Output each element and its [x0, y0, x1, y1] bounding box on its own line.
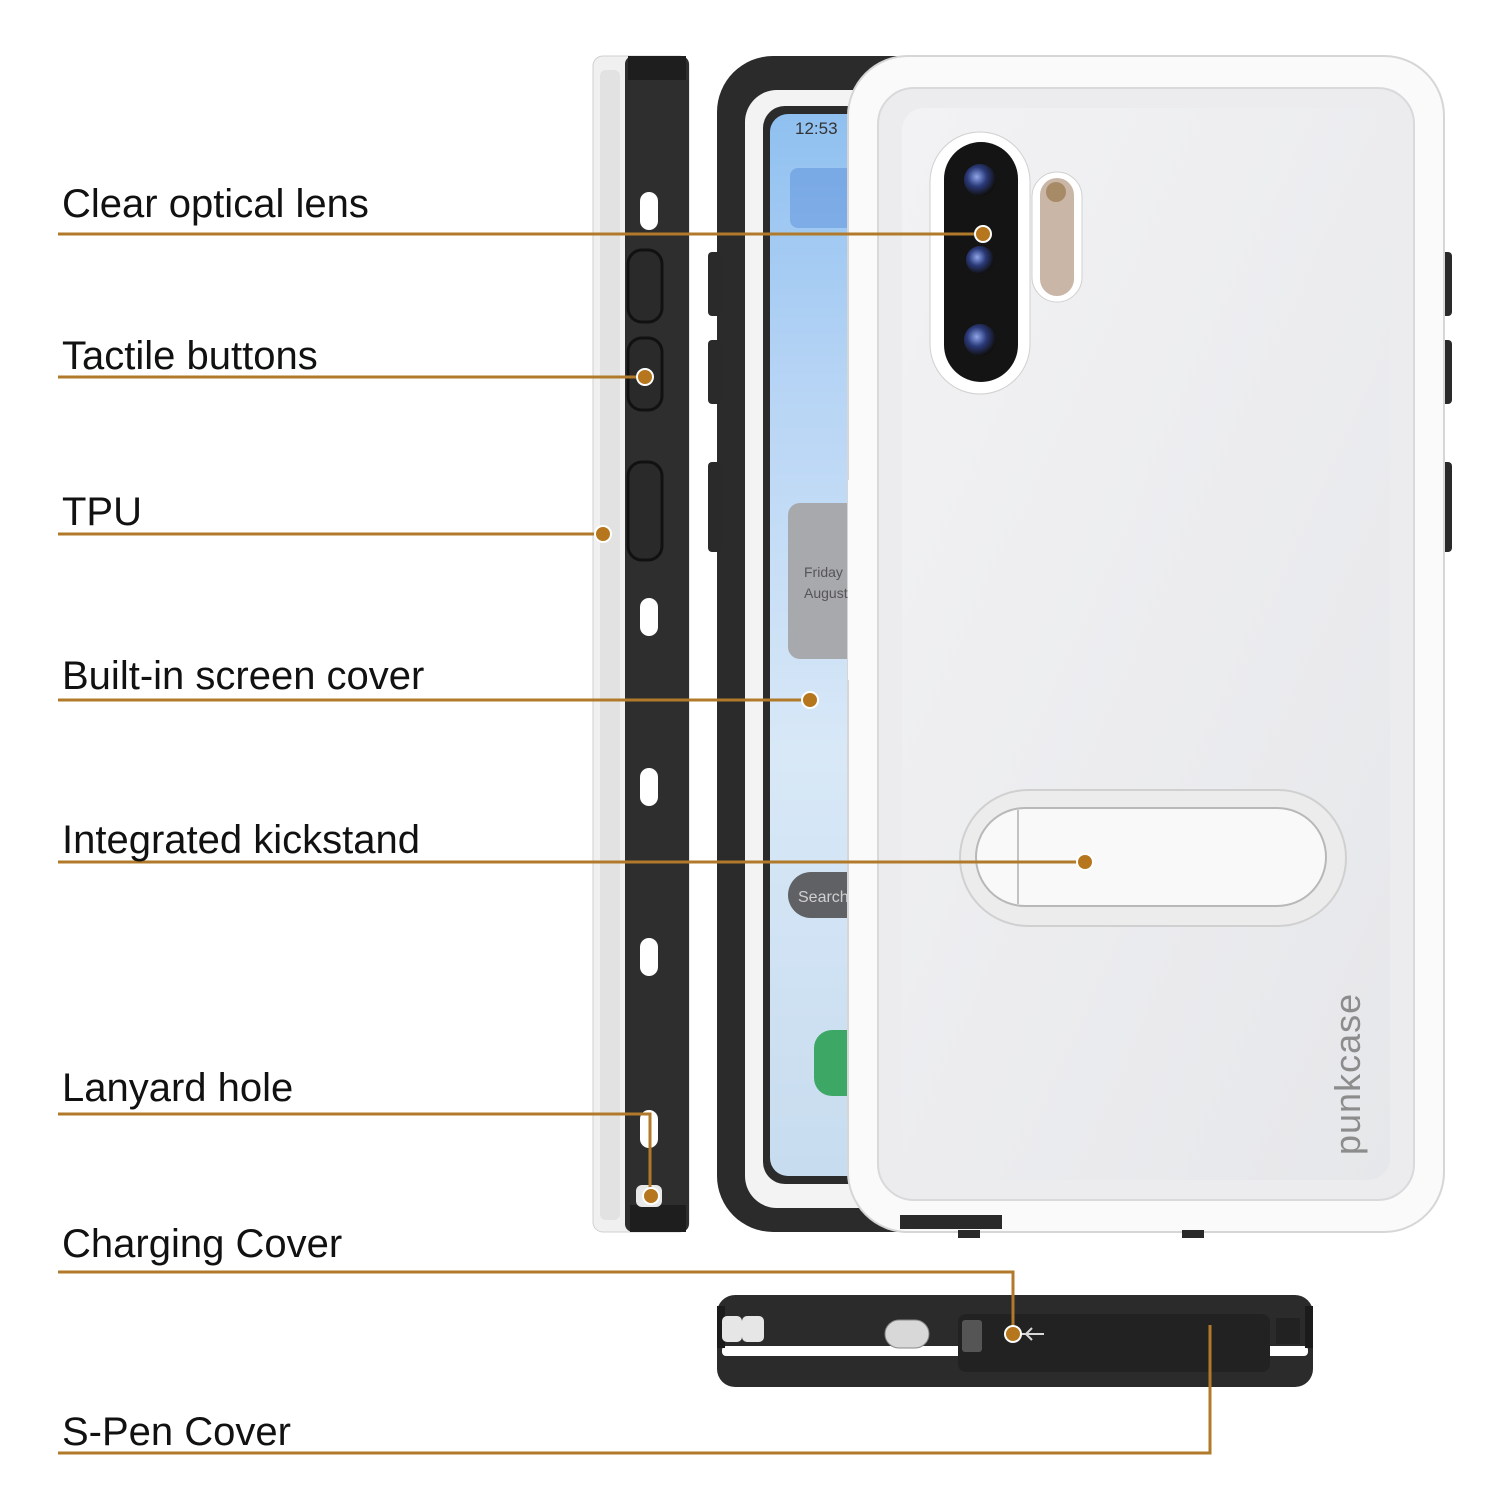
callout-lines — [58, 232, 1212, 1455]
lens-icon — [964, 324, 996, 356]
camera-module — [929, 131, 1083, 395]
search-placeholder: Search — [798, 889, 849, 906]
lens-icon — [966, 246, 994, 274]
lens-icon — [964, 164, 996, 196]
callout-label-kickstand: Integrated kickstand — [62, 818, 420, 862]
callout-label-tpu: TPU — [62, 490, 142, 534]
flash — [1040, 178, 1074, 296]
callout-line-charging — [58, 1270, 1015, 1334]
callout-dot-screen — [801, 691, 819, 709]
callout-label-lens: Clear optical lens — [62, 182, 369, 226]
callout-line-lanyard — [58, 1112, 652, 1196]
callout-label-spen: S-Pen Cover — [62, 1410, 291, 1454]
callout-dot-kickstand — [1076, 853, 1094, 871]
callout-dot-tpu — [594, 525, 612, 543]
side-buttons — [626, 248, 664, 562]
brand-logo: punkcase — [1327, 993, 1368, 1155]
callout-dots — [594, 225, 1094, 1343]
charging-flap — [958, 1314, 1270, 1372]
status-time: 12:53 — [795, 119, 838, 138]
callout-line-spen — [58, 1325, 1212, 1455]
callout-dot-buttons — [636, 368, 654, 386]
kickstand — [959, 789, 1347, 927]
callout-dot-charging — [1004, 1325, 1022, 1343]
callout-dot-lanyard — [642, 1187, 660, 1205]
callout-dot-lens — [974, 225, 992, 243]
callout-label-lanyard: Lanyard hole — [62, 1066, 294, 1110]
side-view-case — [592, 55, 690, 1233]
callout-label-screen: Built-in screen cover — [62, 654, 425, 698]
usb-icon — [1018, 1327, 1044, 1341]
widget-day: Friday — [804, 564, 843, 580]
callout-label-buttons: Tactile buttons — [62, 334, 318, 378]
callout-label-charging: Charging Cover — [62, 1222, 343, 1266]
widget-month: August — [804, 585, 848, 601]
